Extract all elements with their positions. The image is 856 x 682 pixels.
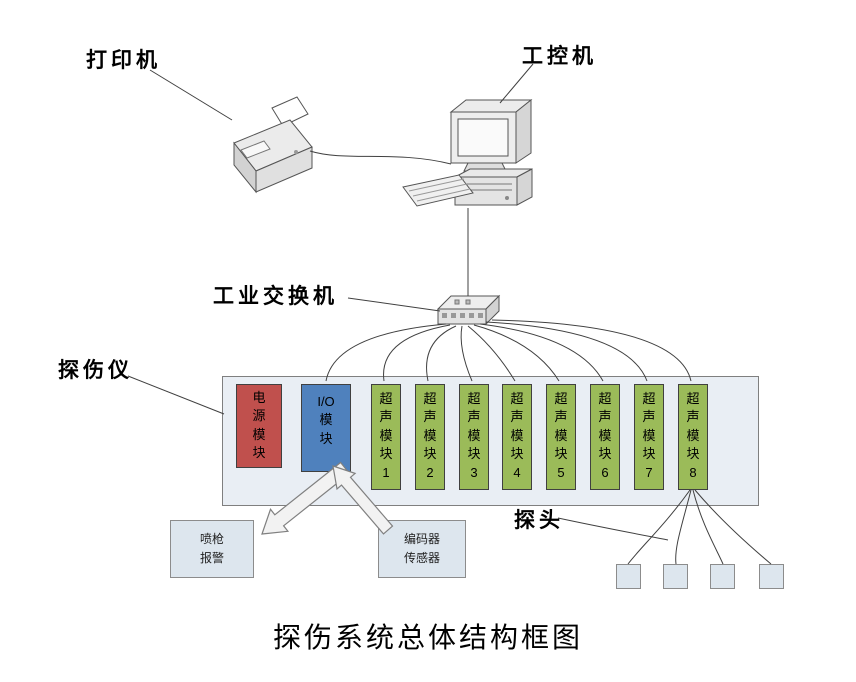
probe-box-2 xyxy=(663,564,688,589)
diagram-title: 探伤系统总体结构框图 xyxy=(272,622,583,653)
ultrasonic-module-7: 超 声 模 块 7 xyxy=(634,384,664,490)
printer-label: 打印机 xyxy=(86,49,161,72)
ultrasonic-module-5: 超 声 模 块 5 xyxy=(546,384,576,490)
probe-box-4 xyxy=(759,564,784,589)
connection-lines xyxy=(309,150,469,296)
probe-box-1 xyxy=(616,564,641,589)
detector-label: 探伤仪 xyxy=(58,359,133,382)
ultrasonic-module-8: 超 声 模 块 8 xyxy=(678,384,708,490)
switch-icon xyxy=(436,294,501,326)
ultrasonic-module-1: 超 声 模 块 1 xyxy=(371,384,401,490)
switch-label: 工业交换机 xyxy=(213,285,338,308)
probe-label: 探头 xyxy=(514,509,564,532)
computer-label: 工控机 xyxy=(522,45,597,68)
computer-icon xyxy=(402,98,533,207)
probe-box-3 xyxy=(710,564,735,589)
encoder-sensor-box: 编码器 传感器 xyxy=(378,520,466,578)
ultrasonic-module-6: 超 声 模 块 6 xyxy=(590,384,620,490)
switch-fanout-lines xyxy=(325,319,692,382)
ultrasonic-module-4: 超 声 模 块 4 xyxy=(502,384,532,490)
io-module: I/O 模 块 xyxy=(301,384,351,472)
detector-chassis: 电 源 模 块 I/O 模 块 超 声 模 块 1 超 声 模 块 2 超 声 … xyxy=(222,376,759,506)
spray-alarm-box: 喷枪 报警 xyxy=(170,520,254,578)
printer-icon xyxy=(233,96,313,194)
ultrasonic-module-2: 超 声 模 块 2 xyxy=(415,384,445,490)
power-module: 电 源 模 块 xyxy=(236,384,282,468)
ultrasonic-module-3: 超 声 模 块 3 xyxy=(459,384,489,490)
